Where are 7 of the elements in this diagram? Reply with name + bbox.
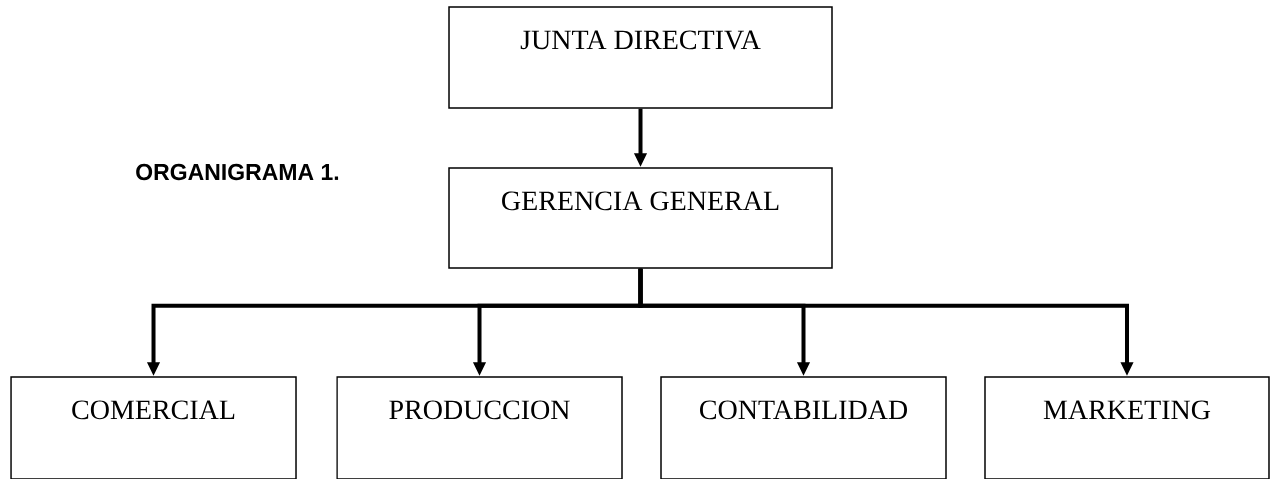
diagram-title: ORGANIGRAMA 1.	[136, 163, 339, 181]
org-box: PRODUCCION	[336, 376, 623, 479]
org-box: GERENCIA GENERAL	[448, 167, 833, 269]
org-box: COMERCIAL	[10, 376, 297, 479]
org-box: JUNTA DIRECTIVA	[448, 6, 833, 109]
org-box: CONTABILIDAD	[660, 376, 947, 479]
org-box: MARKETING	[984, 376, 1270, 479]
